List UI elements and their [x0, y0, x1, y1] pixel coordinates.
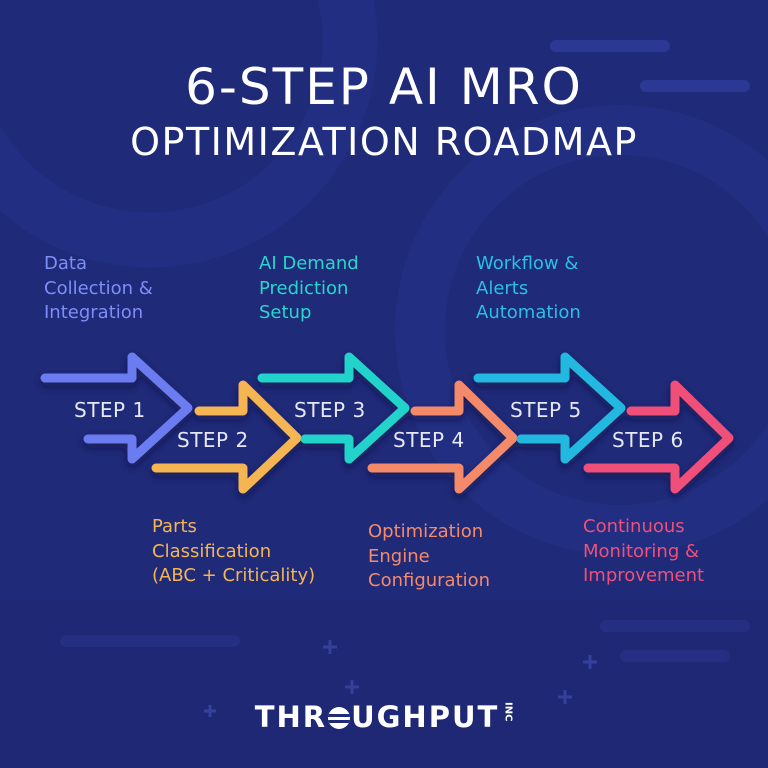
- step-6-description: Continuous Monitoring & Improvement: [583, 516, 705, 586]
- globe-icon: [328, 707, 351, 729]
- step-3-arrow: [257, 352, 410, 464]
- step-5-description: Workflow & Alerts Automation: [476, 253, 581, 323]
- step-2-description: Parts Classification (ABC + Criticality): [152, 516, 316, 586]
- logo-text-end: UGHPUT: [351, 700, 500, 734]
- page-subtitle: OPTIMIZATION ROADMAP: [130, 120, 638, 164]
- step-4-label: STEP 4: [393, 428, 465, 452]
- step-2-arrow: [151, 380, 302, 494]
- step-4-arrow: [367, 380, 518, 494]
- step-2-label: STEP 2: [177, 428, 249, 452]
- step-4-description: Optimization Engine Configuration: [368, 521, 491, 591]
- step-5-arrow: [473, 352, 626, 464]
- logo-inc: INC: [502, 701, 514, 721]
- step-3-description: AI Demand Prediction Setup: [259, 253, 359, 323]
- step-1-description: Data Collection & Integration: [44, 253, 153, 323]
- step-6-label: STEP 6: [612, 428, 684, 452]
- page-title: 6-STEP AI MRO: [185, 58, 583, 116]
- step-1-label: STEP 1: [74, 398, 146, 422]
- step-1-arrow: [40, 352, 193, 464]
- logo-text-start: THR: [254, 700, 328, 734]
- step-5-label: STEP 5: [510, 398, 582, 422]
- step-3-label: STEP 3: [294, 398, 366, 422]
- step-6-arrow: [583, 380, 734, 494]
